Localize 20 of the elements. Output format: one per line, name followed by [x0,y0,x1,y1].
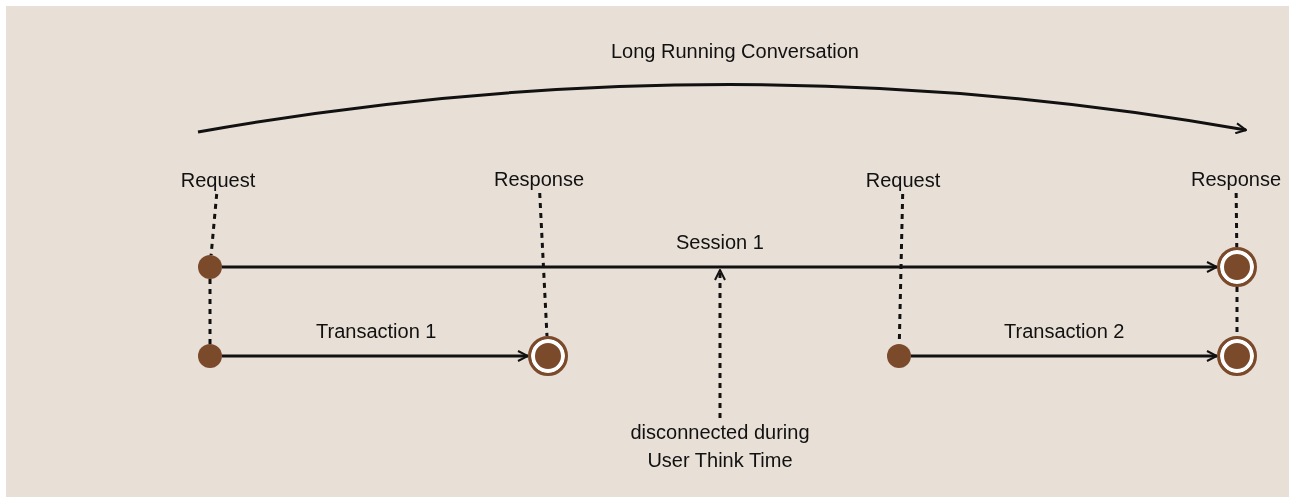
dotted-guide-line [538,192,549,337]
timeline-arrow [222,350,529,362]
end-marker [528,336,568,376]
end-marker [1217,247,1257,287]
leader-arrow [714,269,726,418]
event-label: Request [168,166,268,194]
timeline-arrow [911,350,1218,362]
dotted-guide-line [209,193,219,256]
dotted-guide-line [1234,193,1239,247]
event-label: Response [1181,165,1291,193]
event-label: Response [484,165,594,193]
start-dot [198,255,222,279]
event-label: Request [853,166,953,194]
heading-text: Long Running Conversation [611,40,859,63]
end-marker [1217,336,1257,376]
timeline-arrow [222,261,1218,273]
dotted-guide-line [208,279,212,344]
annotation-text: disconnected during User Think Time [610,418,830,474]
start-dot [198,344,222,368]
start-dot [887,344,911,368]
